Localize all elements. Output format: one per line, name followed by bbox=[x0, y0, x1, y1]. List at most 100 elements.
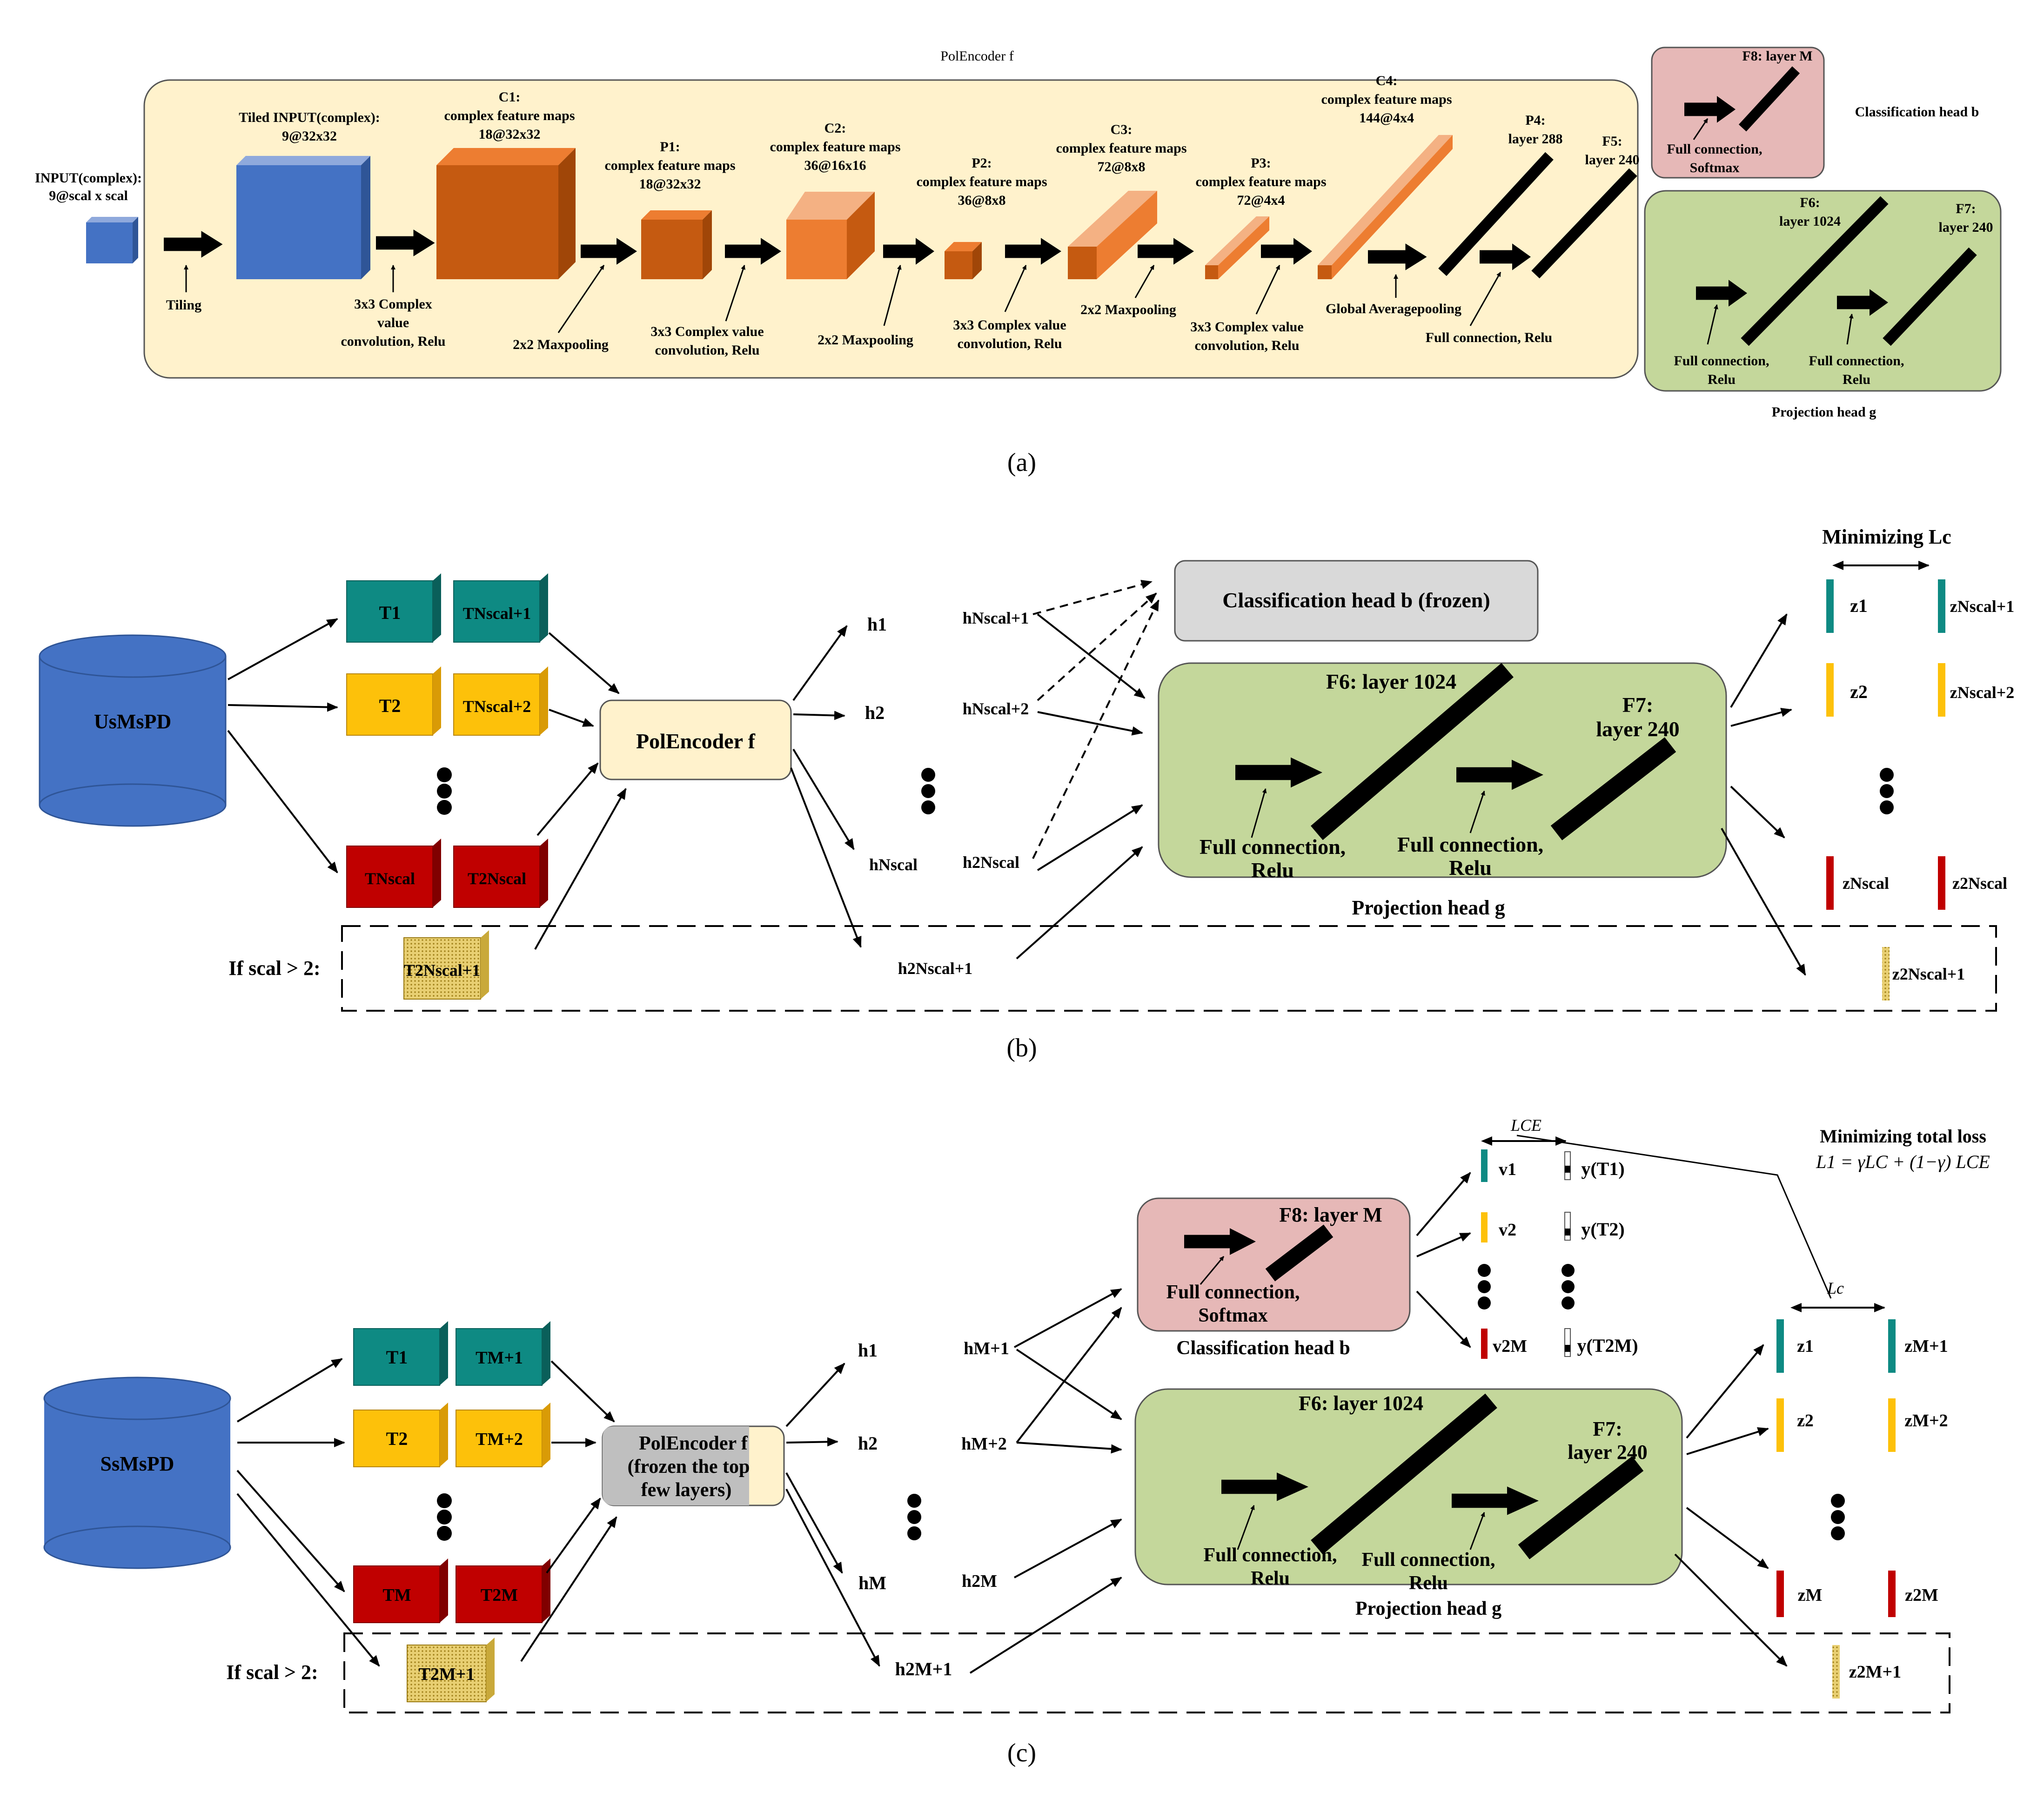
op-pool1: 2x2 Maxpooling bbox=[513, 337, 609, 352]
f8-op-1: Full connection, bbox=[1667, 141, 1762, 157]
f7-c-1: F7: bbox=[1593, 1417, 1622, 1440]
z-c-3: z2 bbox=[1797, 1411, 1814, 1430]
if-text-b: If scal > 2: bbox=[228, 957, 320, 980]
v-3: v2M bbox=[1493, 1336, 1527, 1356]
z-b-5: zNscal bbox=[1843, 874, 1889, 893]
op-pool3: 2x2 Maxpooling bbox=[1080, 302, 1176, 317]
fc2-c-2: Relu bbox=[1409, 1572, 1448, 1594]
c3-text-2: complex feature maps bbox=[1056, 141, 1186, 156]
c3-text-1: C3: bbox=[1111, 122, 1133, 137]
op-conv3-1: 3x3 Complex value bbox=[953, 317, 1066, 333]
p3-text-3: 72@4x4 bbox=[1237, 193, 1285, 208]
input-text-2: 9@scal x scal bbox=[49, 188, 128, 203]
op-fc: Full connection, Relu bbox=[1426, 330, 1553, 345]
c2-cube bbox=[786, 192, 875, 279]
tile-b-extra: T2Nscal+1 bbox=[404, 961, 481, 980]
v-1: v1 bbox=[1499, 1160, 1516, 1179]
p3-cube bbox=[1205, 216, 1269, 279]
h-b-4: h2Nscal+1 bbox=[898, 959, 973, 978]
tile-b-6: T2Nscal bbox=[468, 869, 526, 888]
f7-label-a-2: layer 240 bbox=[1939, 220, 1993, 235]
tile-c-2: TM+1 bbox=[476, 1348, 523, 1368]
p1-text-1: P1: bbox=[660, 139, 680, 154]
tiled-cube bbox=[236, 156, 370, 279]
if-box-b bbox=[341, 925, 1997, 1012]
p4-text-1: P4: bbox=[1525, 113, 1545, 128]
cls-label-c: Classification head b bbox=[1176, 1337, 1350, 1359]
p1-cube bbox=[641, 210, 712, 279]
if-box-c bbox=[343, 1632, 1950, 1713]
f6-layer-a bbox=[1741, 196, 1889, 346]
z-b-2: zNscal+1 bbox=[1950, 597, 2014, 616]
f7-op-a-2: Relu bbox=[1843, 372, 1870, 387]
op-conv4-2: convolution, Relu bbox=[1194, 338, 1299, 353]
tile-c-1: T1 bbox=[386, 1347, 408, 1368]
f8-c: F8: layer M bbox=[1279, 1203, 1382, 1226]
tiles-c bbox=[353, 1321, 550, 1702]
tiles-b bbox=[346, 573, 548, 1000]
input-text-1: INPUT(complex): bbox=[35, 170, 142, 186]
f7-label-a-1: F7: bbox=[1956, 201, 1976, 216]
label-a: (a) bbox=[1007, 448, 1036, 477]
tile-b-5: TNscal bbox=[365, 869, 415, 888]
panel-a: PolEncoder f INPUT(complex): 9@scal x sc… bbox=[35, 47, 2002, 477]
c3-text-3: 72@8x8 bbox=[1098, 159, 1146, 175]
f8-layer-c bbox=[1265, 1224, 1334, 1282]
p1-text-2: complex feature maps bbox=[604, 158, 735, 173]
v-2: v2 bbox=[1499, 1220, 1516, 1240]
panel-c: SsMsPD T1 TM+1 T2 TM+2 TM T2M T2M+1 If s… bbox=[43, 1116, 1990, 1767]
c1-cube bbox=[436, 148, 576, 279]
if-text-c: If scal > 2: bbox=[226, 1661, 318, 1684]
h-c-4: h2M+1 bbox=[895, 1659, 952, 1679]
fc1-b-2: Relu bbox=[1251, 858, 1294, 882]
f7-b-1: F7: bbox=[1622, 693, 1653, 717]
op-conv1-2: value bbox=[377, 315, 409, 330]
c1-text-1: C1: bbox=[499, 89, 521, 105]
h-b-1: h1 bbox=[867, 614, 887, 635]
tile-b-4: TNscal+2 bbox=[463, 697, 531, 716]
z-c-7: z2M+1 bbox=[1849, 1662, 1901, 1682]
fc1-c-2: Relu bbox=[1251, 1568, 1290, 1589]
p2-text-2: complex feature maps bbox=[916, 174, 1047, 189]
cls-head-box-a bbox=[1651, 47, 1825, 179]
c1-text-2: complex feature maps bbox=[444, 108, 575, 123]
p4-text-2: layer 288 bbox=[1508, 131, 1563, 147]
f6-label-a-1: F6: bbox=[1800, 195, 1820, 210]
op-conv1-1: 3x3 Complex bbox=[354, 296, 432, 312]
z-c-5: zM bbox=[1798, 1585, 1823, 1605]
c3-cube bbox=[1068, 191, 1157, 279]
tile-c-4: TM+2 bbox=[476, 1430, 523, 1449]
z-c-1: z1 bbox=[1797, 1336, 1814, 1356]
p3-text-2: complex feature maps bbox=[1195, 174, 1326, 189]
p3-text-1: P3: bbox=[1251, 155, 1271, 171]
z-b-3: z2 bbox=[1850, 681, 1868, 702]
tile-b-3: T2 bbox=[379, 695, 401, 716]
panel-b: UsMsPD T1 TNscal+1 T2 TNscal+2 TNscal T2… bbox=[39, 525, 2014, 1062]
dataset-cylinder-b bbox=[39, 634, 227, 827]
c4-text-2: complex feature maps bbox=[1321, 92, 1452, 107]
f5-text-2: layer 240 bbox=[1585, 152, 1640, 168]
c1-text-3: 18@32x32 bbox=[479, 127, 541, 142]
op-conv2-1: 3x3 Complex value bbox=[650, 324, 764, 339]
tile-b-2: TNscal+1 bbox=[463, 604, 531, 623]
minimizing-b: Minimizing Lc bbox=[1822, 525, 1951, 548]
f8-layer-a bbox=[1738, 66, 1800, 132]
lc-label: Lc bbox=[1827, 1279, 1844, 1297]
label-c: (c) bbox=[1007, 1739, 1036, 1767]
p1-text-3: 18@32x32 bbox=[639, 176, 701, 192]
proj-head-box-a bbox=[1644, 190, 2002, 392]
tile-c-3: T2 bbox=[386, 1428, 408, 1449]
f5-layer bbox=[1531, 168, 1637, 279]
tile-c-6: T2M bbox=[481, 1585, 518, 1605]
op-pool2: 2x2 Maxpooling bbox=[818, 332, 913, 348]
z-c-4: zM+2 bbox=[1904, 1411, 1948, 1430]
z-b-1: z1 bbox=[1850, 595, 1868, 616]
op-conv4-1: 3x3 Complex value bbox=[1190, 319, 1303, 335]
encoder-c-3: few layers) bbox=[641, 1479, 732, 1501]
encoder-b: PolEncoder f bbox=[636, 729, 756, 753]
f6-b: F6: layer 1024 bbox=[1326, 670, 1456, 693]
c4-text-1: C4: bbox=[1376, 73, 1398, 88]
fc1-b-1: Full connection, bbox=[1200, 835, 1346, 859]
h-c-2: h2 bbox=[858, 1433, 878, 1454]
